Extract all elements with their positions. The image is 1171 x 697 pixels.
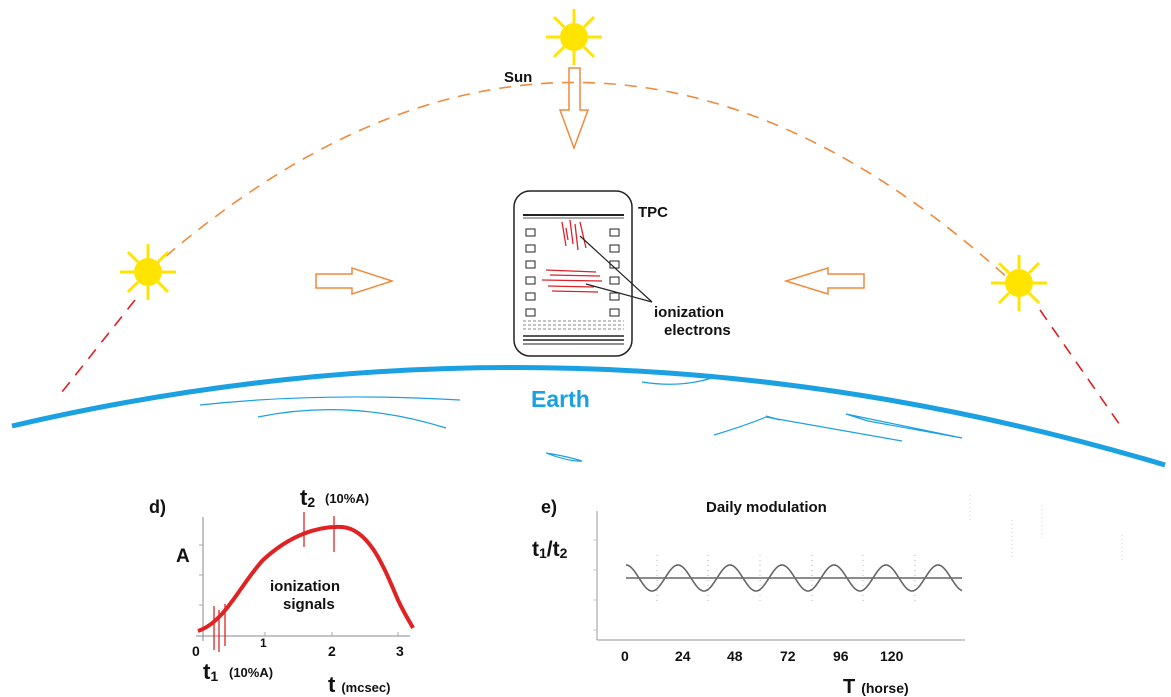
- t2-markers: [303, 512, 335, 552]
- signals-label-line2: signals: [283, 596, 335, 613]
- t2-main: t: [300, 485, 308, 510]
- panel-e-y-label: t1/t2: [532, 538, 568, 561]
- sun-icon-top: [546, 9, 602, 65]
- ionization-tracks: [541, 219, 603, 293]
- t1-main: t: [203, 659, 211, 684]
- sun-path-left-low: [61, 299, 136, 393]
- panel-e-x-label: T (horse): [843, 676, 909, 697]
- ionization-signal-curve: [197, 524, 415, 633]
- arrow-right-icon: [315, 266, 395, 296]
- panel-d-x-tick-3: 3: [396, 643, 404, 659]
- panel-e-x-tick-24: 24: [675, 648, 691, 664]
- panel-d-x-label-main: t: [328, 672, 336, 697]
- t1-label: t1: [203, 659, 218, 684]
- panel-e-y-label-sub1: 1: [539, 545, 547, 561]
- panel-d-letter: d): [149, 497, 166, 517]
- earth-label: Earth: [531, 386, 590, 412]
- panel-e-x-tick-120: 120: [880, 648, 904, 664]
- arrow-down-icon: [558, 67, 590, 151]
- panel-e-title: Daily modulation: [706, 499, 827, 516]
- sun-label: Sun: [504, 69, 532, 86]
- ionization-electrons-label-line2: electrons: [664, 322, 731, 339]
- panel-d-x-tick-0: 0: [192, 643, 200, 659]
- modulation-wave: [625, 564, 963, 592]
- ionization-electrons-label-line1: ionization: [654, 304, 724, 321]
- sun-icon-right: [991, 255, 1047, 311]
- panel-e-x-tick-48: 48: [727, 648, 743, 664]
- panel-e-y-label-main: t: [532, 538, 539, 561]
- panel-e-y-label-sub2: 2: [560, 545, 568, 561]
- panel-e-modulation-plot: e) Daily modulation t1/t2 0 24 48 72 96 …: [532, 497, 965, 697]
- panel-e-x-tick-72: 72: [780, 648, 796, 664]
- t2-note: (10%A): [325, 491, 369, 506]
- panel-e-x-label-unit: (horse): [861, 680, 908, 696]
- panel-e-letter: e): [541, 497, 557, 517]
- t2-label: t2: [300, 485, 315, 510]
- panel-e-x-tick-0: 0: [621, 648, 629, 664]
- sun-path-right-low: [1039, 309, 1123, 429]
- t1-note: (10%A): [229, 665, 273, 680]
- amplitude-label: A: [176, 546, 190, 567]
- arrow-left-icon: [783, 266, 865, 296]
- t2-sub: 2: [307, 494, 315, 510]
- panel-e-x-label-main: T: [843, 676, 855, 697]
- panel-d-signal-plot: d) A 0 1 2 3 t2 (10%A) ionization si: [149, 485, 415, 697]
- tpc-detector: [513, 190, 653, 357]
- panel-e-x-tick-96: 96: [833, 648, 849, 664]
- panel-d-x-tick-2: 2: [328, 643, 336, 659]
- panel-e-y-label-slash: /t: [547, 538, 560, 561]
- panel-d-x-label-unit: (mcsec): [341, 680, 390, 695]
- t1-sub: 1: [210, 668, 218, 684]
- signals-label-line1: ionization: [270, 578, 340, 595]
- sun-icon-left: [120, 244, 176, 300]
- sun-path-arc: [149, 81, 1011, 281]
- panel-e-x-ticks: 0 24 48 72 96 120: [621, 648, 904, 664]
- earth-surface-sketch: [199, 377, 963, 462]
- panel-d-x-tick-1: 1: [260, 636, 267, 650]
- panel-d-x-label: t (mcsec): [328, 672, 390, 697]
- t1-markers: [213, 604, 226, 652]
- earth-horizon: [11, 365, 1166, 468]
- tpc-label: TPC: [638, 204, 668, 221]
